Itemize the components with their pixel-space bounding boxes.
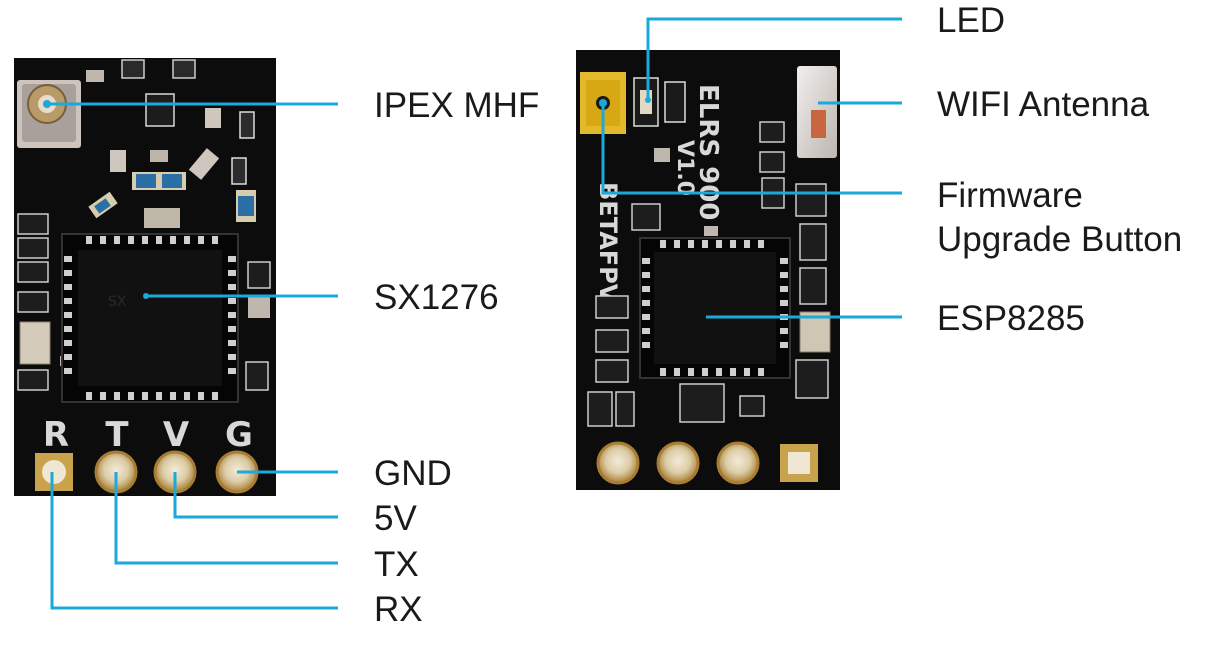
leader-button [601, 103, 902, 195]
leader-tx [114, 472, 338, 565]
silk-brand: BETAFPV [594, 182, 622, 303]
label-esp8285: ESP8285 [937, 299, 1085, 338]
label-sx1276: SX1276 [374, 278, 499, 317]
label-wifi-antenna: WIFI Antenna [937, 85, 1150, 124]
leader-led [646, 17, 902, 100]
label-upgrade-button: Upgrade Button [937, 220, 1183, 259]
sx-chip-marking: SX [108, 294, 127, 310]
esp8285-chip [639, 237, 791, 379]
silk-t: T [105, 415, 129, 455]
label-5v: 5V [374, 499, 417, 538]
pad-silkscreen-labels: R T V G [43, 415, 253, 455]
label-tx: TX [374, 545, 419, 584]
leader-lines [47, 17, 902, 610]
leader-rx [50, 472, 338, 610]
label-firmware: Firmware [937, 176, 1083, 215]
label-gnd: GND [374, 454, 452, 493]
silk-model: ELRS 900 [693, 84, 723, 220]
leader-dots [43, 97, 651, 299]
left-smd-components [17, 59, 271, 391]
right-receiver-board: ELRS 900 V1.0 BETAFPV [576, 50, 840, 490]
silk-r: R [43, 415, 69, 455]
ipex-connector [17, 80, 81, 148]
label-led: LED [937, 1, 1006, 40]
right-silkscreen: ELRS 900 V1.0 BETAFPV [594, 84, 723, 303]
left-solder-pads [35, 450, 259, 494]
wifi-antenna-component [797, 66, 837, 158]
left-receiver-board: SX R T V G [14, 58, 276, 496]
leader-5v [173, 472, 338, 519]
right-solder-pads [596, 441, 818, 485]
label-ipex-mhf: IPEX MHF [374, 86, 540, 125]
silk-g: G [225, 415, 253, 455]
silk-version: V1.0 [672, 140, 697, 196]
label-rx: RX [374, 590, 423, 629]
silk-v: V [163, 415, 190, 455]
sx1276-chip: SX [61, 233, 239, 403]
